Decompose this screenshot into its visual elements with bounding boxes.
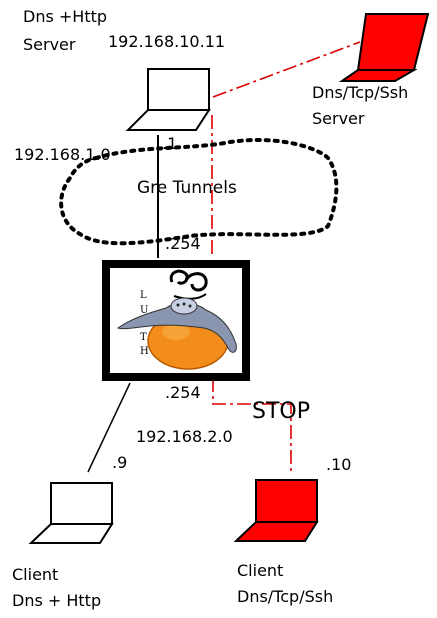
top-server-ip: 192.168.10.11: [108, 32, 226, 51]
client-left-label-line2: Dns + Http: [12, 591, 102, 610]
tunnel-label: Gre Tunnels: [137, 178, 237, 198]
top-server-laptop-icon: [125, 68, 211, 131]
link-router-client-right: [212, 378, 292, 472]
host-label-top: .1: [162, 134, 178, 153]
client-left-label-line1: Client: [12, 565, 59, 584]
red-server-label-line2: Server: [312, 109, 365, 128]
gre-tunnel-cloud: [59, 138, 339, 246]
red-server-laptop-icon: [338, 13, 430, 82]
router-top-ip-label: .254: [165, 234, 201, 253]
logo-letter-h: H: [140, 346, 149, 357]
client-right-laptop-icon: [233, 479, 319, 542]
network-label-bottom: 192.168.2.0: [136, 427, 233, 446]
client-left-laptop-icon: [28, 482, 114, 544]
router-luth-logo: [102, 260, 250, 381]
top-server-label-line1: Dns +Http: [23, 7, 108, 26]
logo-letter-u: U: [140, 305, 149, 316]
red-server-label-line1: Dns/Tcp/Ssh: [312, 83, 409, 102]
top-server-label-line2: Server: [23, 35, 76, 54]
client-right-label-line2: Dns/Tcp/Ssh: [237, 587, 334, 606]
host-label-left: .9: [112, 453, 128, 472]
host-label-right: .10: [326, 455, 352, 474]
logo-letter-t: T: [140, 332, 147, 343]
link-top-server-red-server: [212, 41, 361, 98]
network-label-top: 192.168.1.0: [14, 145, 111, 164]
client-right-label-line1: Client: [237, 561, 284, 580]
stop-label: STOP: [252, 399, 310, 424]
router-bottom-ip-label: .254: [165, 383, 201, 402]
logo-letter-l: L: [140, 290, 147, 301]
link-router-client-left: [87, 382, 131, 473]
